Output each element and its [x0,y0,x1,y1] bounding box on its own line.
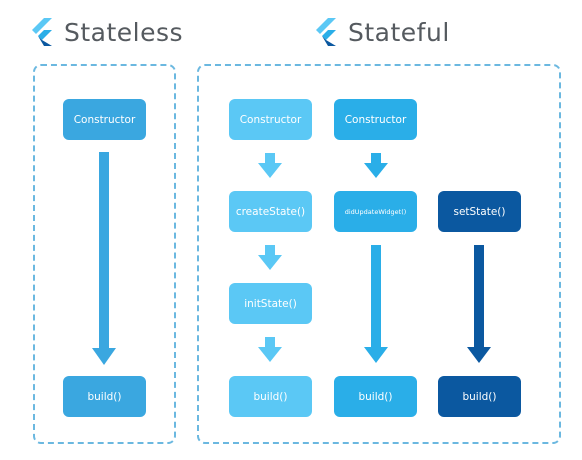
setstate-node: setState() [438,191,521,232]
stateful-build-node-3: build() [438,376,521,417]
arrow-setstate-to-build [467,245,491,363]
stateful-constructor-node-2: Constructor [334,99,417,140]
stateful-panel [197,64,561,444]
arrow-constructor-to-createstate [258,153,282,178]
stateful-title: Stateful [348,17,450,47]
stateful-heading: Stateful [314,14,450,50]
stateless-constructor-node: Constructor [63,99,146,140]
stateful-constructor-node: Constructor [229,99,312,140]
flutter-logo-icon [32,18,52,46]
stateful-build-node-2: build() [334,376,417,417]
initstate-node: initState() [229,283,312,324]
arrow-createstate-to-initstate [258,245,282,270]
stateful-build-node-1: build() [229,376,312,417]
flutter-logo-icon [316,18,336,46]
stateless-title: Stateless [64,17,184,47]
createstate-node: createState() [229,191,312,232]
arrow-constructor-to-didupdatewidget [364,153,388,178]
stateless-arrow [92,152,116,365]
arrow-initstate-to-build [258,337,282,362]
stateless-panel [33,64,176,444]
stateless-build-node: build() [63,376,146,417]
didupdatewidget-node: didUpdateWidget() [334,191,417,232]
arrow-didupdatewidget-to-build [364,245,388,363]
stateless-heading: Stateless [30,14,183,50]
